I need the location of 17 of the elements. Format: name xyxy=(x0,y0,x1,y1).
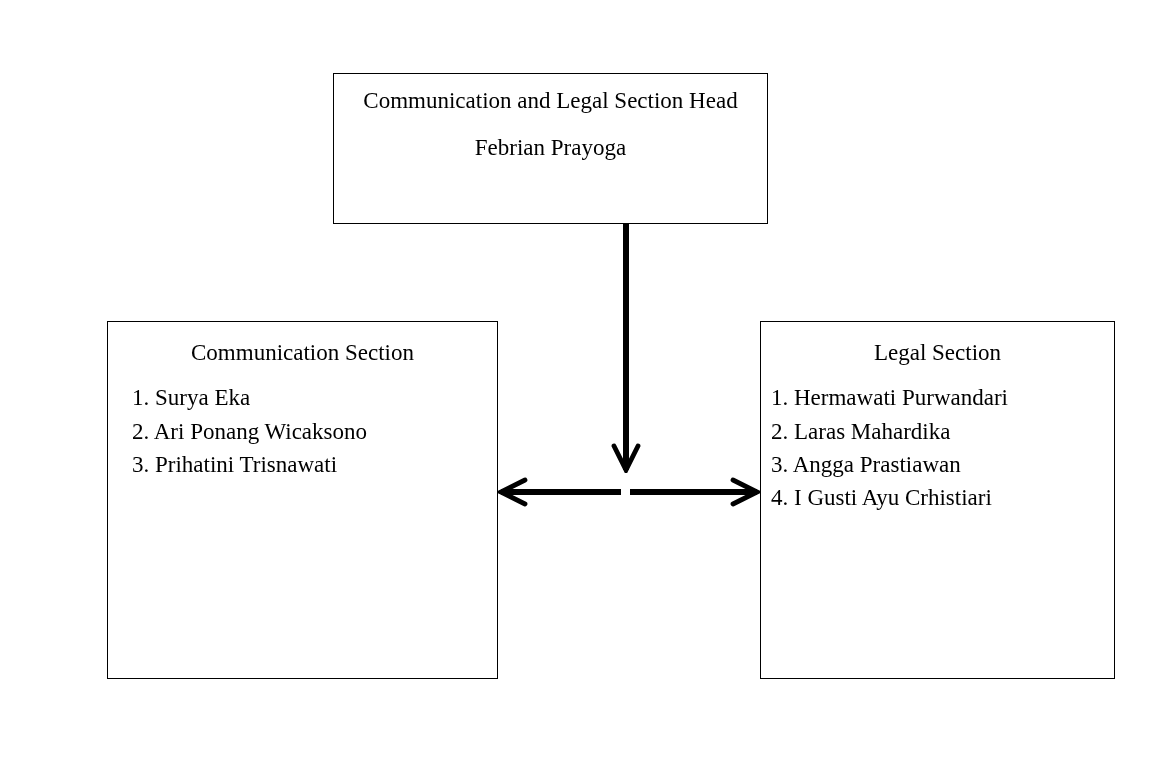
arrow xyxy=(611,224,641,473)
section-box xyxy=(333,73,768,224)
arrow xyxy=(498,477,621,507)
arrow xyxy=(630,477,760,507)
section-title: Communication and Legal Section Head xyxy=(362,87,739,115)
section-box xyxy=(760,321,1115,679)
section-title: Legal Section xyxy=(872,339,1003,367)
list-item: 2. Ari Ponang Wicaksono xyxy=(132,417,369,446)
list-item: 1. Surya Eka xyxy=(132,384,252,413)
list-item: 3. Angga Prastiawan xyxy=(771,451,962,480)
list-item: 3. Prihatini Trisnawati xyxy=(132,451,339,480)
section-title: Communication Section xyxy=(190,339,415,367)
list-item: 2. Laras Mahardika xyxy=(771,417,952,446)
list-item: 1. Hermawati Purwandari xyxy=(771,384,1009,413)
person-name: Febrian Prayoga xyxy=(473,134,628,163)
list-item: 4. I Gusti Ayu Crhistiari xyxy=(771,484,993,513)
section-box xyxy=(107,321,498,679)
